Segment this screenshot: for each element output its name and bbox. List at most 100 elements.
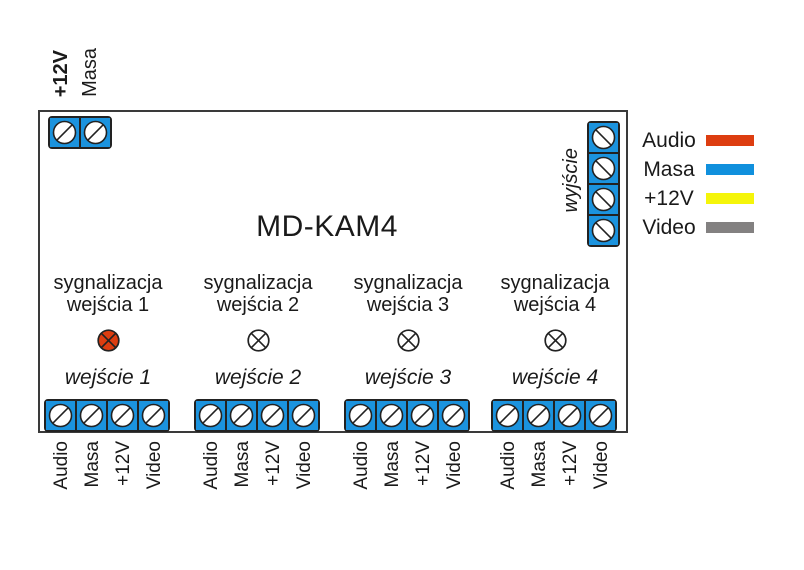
legend: Audio Masa +12V Video: [640, 126, 754, 242]
output-label: wyjście: [560, 148, 582, 213]
input-signal-label: sygnalizacja wejścia 1: [53, 272, 163, 316]
legend-row-audio: Audio: [640, 126, 754, 155]
input-1-led: [34, 329, 182, 352]
screw-icon: [48, 403, 73, 428]
input-4-connector: [491, 399, 617, 432]
input-name-label: wejście 1: [64, 366, 152, 389]
led-indicator-icon: [543, 329, 567, 352]
screw-terminal: [79, 118, 110, 147]
input-pin-labels: Audio Masa +12V Video: [493, 441, 617, 531]
screw-icon: [591, 125, 616, 150]
pin-label-audio: Audio: [201, 441, 222, 490]
legend-color-swatch: [706, 222, 754, 233]
output-connector: [587, 121, 620, 247]
screw-terminal: [589, 123, 618, 152]
input-signal-label: sygnalizacja wejścia 3: [353, 272, 463, 316]
input-signal-label: sygnalizacja wejścia 2: [203, 272, 313, 316]
pin-label-masa: Masa: [82, 441, 103, 488]
pin-label-masa: Masa: [529, 441, 550, 488]
pin-label-video: Video: [294, 441, 315, 490]
screw-icon: [591, 218, 616, 243]
input-name-label: wejście 3: [364, 366, 452, 389]
legend-row-12v: +12V: [640, 184, 754, 213]
pin-label-audio: Audio: [51, 441, 72, 490]
input-group-3: sygnalizacja wejścia 3 wejście 3 Audio M…: [334, 270, 482, 535]
input-signal-label: sygnalizacja wejścia 4: [500, 272, 610, 316]
screw-terminal: [589, 152, 618, 183]
led-indicator-icon: [396, 329, 420, 352]
screw-terminal: [50, 118, 79, 147]
screw-icon: [52, 120, 77, 145]
power-connector: [48, 116, 112, 149]
screw-terminal: [346, 401, 375, 430]
screw-terminal: [196, 401, 225, 430]
input-pin-labels: Audio Masa +12V Video: [46, 441, 170, 531]
power-pin-label-12v: +12V: [50, 49, 72, 97]
pin-label-masa: Masa: [382, 441, 403, 488]
pin-label-12v: +12V: [413, 441, 434, 486]
input-2-led: [184, 329, 332, 352]
screw-icon: [557, 403, 582, 428]
pin-label-audio: Audio: [351, 441, 372, 490]
input-group-1: sygnalizacja wejścia 1 wejście 1 Audio M…: [34, 270, 182, 535]
input-2-connector: [194, 399, 320, 432]
pin-label-video: Video: [591, 441, 612, 490]
input-4-led: [481, 329, 629, 352]
legend-label: Audio: [642, 128, 696, 152]
input-pin-labels: Audio Masa +12V Video: [346, 441, 470, 531]
pin-label-12v: +12V: [263, 441, 284, 486]
screw-terminal: [256, 401, 287, 430]
screw-icon: [110, 403, 135, 428]
screw-icon: [410, 403, 435, 428]
screw-terminal: [553, 401, 584, 430]
screw-icon: [591, 156, 616, 181]
pin-label-video: Video: [144, 441, 165, 490]
legend-label: Video: [642, 215, 696, 239]
screw-terminal: [589, 214, 618, 245]
screw-terminal: [437, 401, 468, 430]
screw-terminal: [106, 401, 137, 430]
screw-terminal: [137, 401, 168, 430]
screw-icon: [229, 403, 254, 428]
input-3-connector: [344, 399, 470, 432]
power-pin-label-masa: Masa: [79, 48, 101, 97]
screw-terminal: [589, 183, 618, 214]
input-name-label: wejście 2: [214, 366, 302, 389]
screw-icon: [379, 403, 404, 428]
screw-terminal: [375, 401, 406, 430]
pin-label-12v: +12V: [113, 441, 134, 486]
pin-label-12v: +12V: [560, 441, 581, 486]
screw-terminal: [584, 401, 615, 430]
screw-icon: [495, 403, 520, 428]
screw-icon: [526, 403, 551, 428]
screw-terminal: [225, 401, 256, 430]
screw-icon: [198, 403, 223, 428]
screw-icon: [83, 120, 108, 145]
pin-label-audio: Audio: [498, 441, 519, 490]
screw-terminal: [46, 401, 75, 430]
screw-icon: [441, 403, 466, 428]
led-indicator-icon: [96, 329, 120, 352]
pin-label-video: Video: [444, 441, 465, 490]
input-pin-labels: Audio Masa +12V Video: [196, 441, 320, 531]
board-title: MD-KAM4: [256, 210, 398, 243]
legend-color-swatch: [706, 135, 754, 146]
input-1-connector: [44, 399, 170, 432]
screw-terminal: [287, 401, 318, 430]
pin-label-masa: Masa: [232, 441, 253, 488]
input-group-2: sygnalizacja wejścia 2 wejście 2 Audio M…: [184, 270, 332, 535]
screw-terminal: [522, 401, 553, 430]
input-name-label: wejście 4: [511, 366, 599, 389]
input-3-led: [334, 329, 482, 352]
screw-icon: [291, 403, 316, 428]
screw-terminal: [406, 401, 437, 430]
legend-color-swatch: [706, 164, 754, 175]
screw-icon: [79, 403, 104, 428]
legend-row-masa: Masa: [640, 155, 754, 184]
board-outline: [38, 110, 628, 433]
legend-row-video: Video: [640, 213, 754, 242]
screw-terminal: [493, 401, 522, 430]
screw-terminal: [75, 401, 106, 430]
input-group-4: sygnalizacja wejścia 4 wejście 4 Audio M…: [481, 270, 629, 535]
